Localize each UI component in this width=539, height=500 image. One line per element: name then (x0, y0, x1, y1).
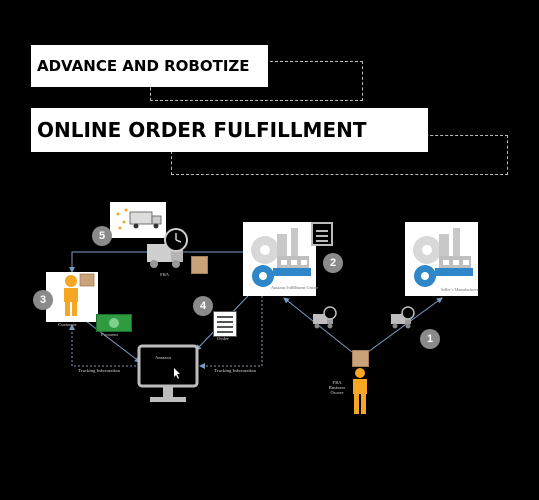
truck-icon-left (313, 306, 337, 329)
tracking-info-right-label: Tracking Information (214, 368, 257, 373)
line-customer-to-amazon (81, 317, 141, 363)
title-line-2-text: ONLINE ORDER FULFILLMENT (37, 118, 367, 142)
step-2-badge: 2 (323, 253, 343, 273)
customer-card (46, 272, 98, 322)
order-document-icon (213, 311, 237, 337)
manufacturer-card: Seller's Manufacturer (405, 222, 479, 296)
step-5-text: 5 (98, 230, 106, 242)
delivery-truck-icon (116, 208, 162, 230)
step-3-text: 3 (39, 294, 47, 306)
step-4-badge: 4 (193, 296, 213, 316)
step-1-text: 1 (426, 333, 434, 345)
title-line-2: ONLINE ORDER FULFILLMENT (31, 108, 428, 152)
line-owner-to-manufacturer (367, 297, 443, 353)
truck-icon-right (391, 306, 415, 329)
owner-package-icon (352, 350, 369, 367)
fulfillment-center-label: Amazon Fulfillment Center (271, 285, 319, 290)
delivery-card (110, 202, 166, 238)
manufacturer-factory-icon (413, 228, 473, 287)
line-tracking-right (199, 296, 263, 369)
owner-label: FBA Business Owner (328, 380, 346, 395)
step-3-badge: 3 (33, 290, 53, 310)
title-line-1-text: ADVANCE AND ROBOTIZE (37, 57, 250, 75)
manufacturer-label: Seller's Manufacturer (441, 287, 479, 292)
fba-package-icon (191, 256, 208, 274)
payment-label: Payment (101, 332, 118, 337)
step-4-text: 4 (199, 300, 207, 312)
line-tracking-left (69, 324, 140, 367)
line-fc-to-customer (69, 251, 245, 273)
step-2-text: 2 (329, 257, 337, 269)
fulfillment-center-card: Amazon Fulfillment Center (243, 222, 319, 296)
fba-label: FBA (160, 272, 169, 277)
warehouse-door-icon (311, 222, 333, 246)
payment-money-icon (96, 314, 132, 332)
amazon-label: Amazon (155, 355, 171, 360)
factory-gears-icon (251, 228, 311, 287)
tracking-info-left-label: Tracking Information (78, 368, 121, 373)
order-label: Order (217, 336, 229, 341)
step-1-badge: 1 (420, 329, 440, 349)
title-line-1: ADVANCE AND ROBOTIZE (31, 45, 268, 87)
customer-label: Customer (58, 322, 77, 327)
customer-person-icon (64, 273, 95, 316)
step-5-badge: 5 (92, 226, 112, 246)
